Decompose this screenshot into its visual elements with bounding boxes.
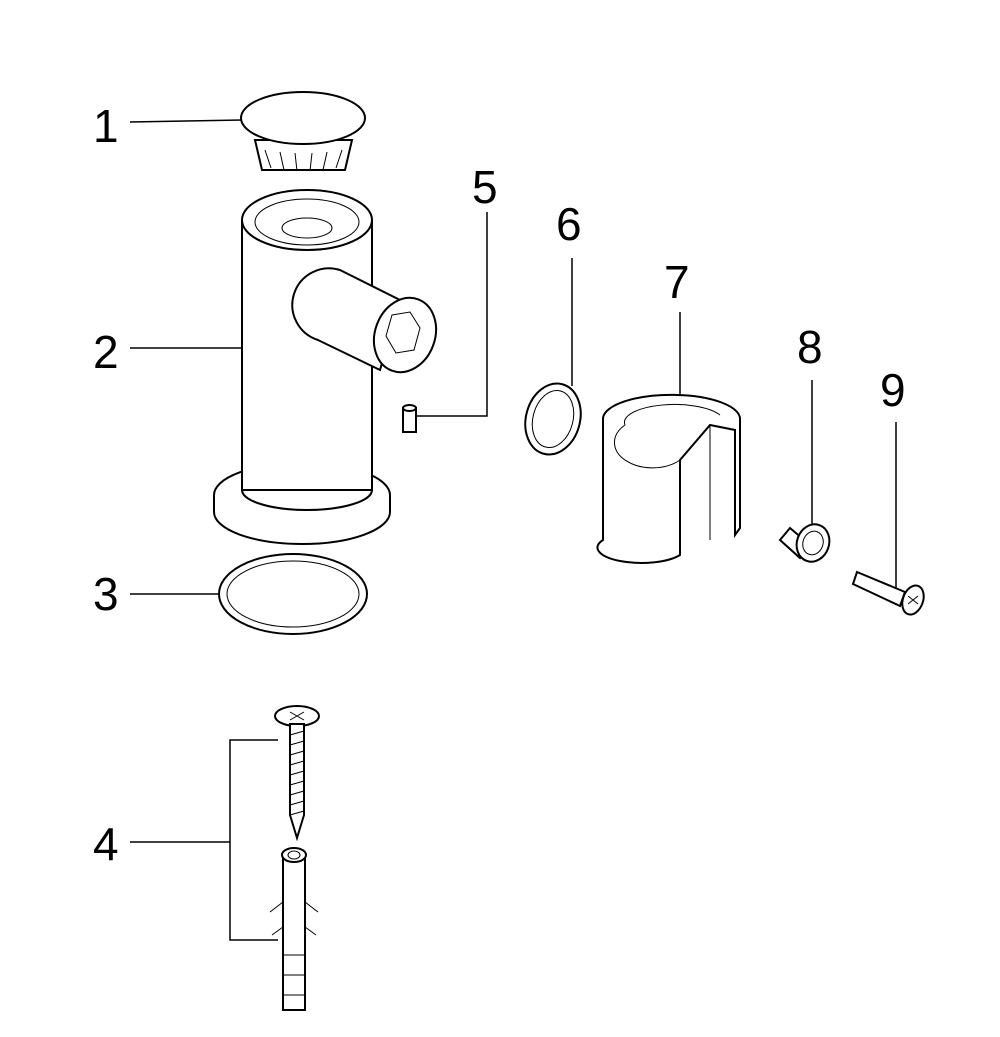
part-o-ring-large bbox=[218, 553, 368, 635]
callout-1: 1 bbox=[93, 100, 119, 152]
part-bushing bbox=[778, 523, 831, 563]
callout-2: 2 bbox=[93, 326, 119, 378]
part-cap bbox=[240, 91, 366, 172]
part-holder-sleeve bbox=[596, 393, 742, 564]
callout-5: 5 bbox=[472, 161, 498, 213]
callout-4: 4 bbox=[93, 818, 119, 870]
leader-lines bbox=[129, 119, 897, 941]
part-pin bbox=[402, 404, 417, 433]
part-screw bbox=[851, 570, 925, 616]
callout-7: 7 bbox=[664, 256, 690, 308]
callout-3: 3 bbox=[93, 568, 119, 620]
callout-9: 9 bbox=[880, 364, 906, 416]
part-o-ring-small bbox=[524, 382, 582, 456]
part-screw-and-plug bbox=[269, 705, 320, 1011]
part-body bbox=[213, 189, 438, 545]
callout-6: 6 bbox=[556, 198, 582, 250]
callout-8: 8 bbox=[797, 321, 823, 373]
